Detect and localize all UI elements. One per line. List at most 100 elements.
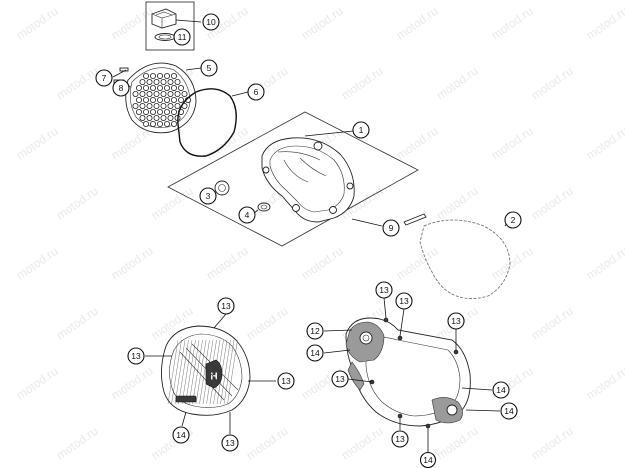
texture-line (167, 339, 179, 405)
vent-hole (139, 103, 146, 110)
texture-line (220, 339, 231, 405)
callout-label: 6 (254, 87, 259, 97)
vent-hole (167, 103, 174, 110)
watermark-text: motod.ru (584, 364, 625, 403)
callout-13: 13 (277, 372, 295, 390)
watermark-text: motod.ru (529, 184, 576, 223)
callout-label: 8 (119, 83, 124, 93)
watermark-text: motod.ru (54, 64, 101, 103)
watermark-text: motod.ru (149, 424, 196, 463)
watermark-text: motod.ru (434, 184, 481, 223)
callout-13: 13 (375, 281, 393, 299)
part-cover-gasket (177, 88, 249, 157)
part-bearing-and-seal (209, 180, 271, 214)
vent-hole (142, 85, 149, 92)
vent-hole (163, 121, 170, 128)
callout-label: 14 (176, 430, 186, 440)
part-clutch-cover-assembly (167, 111, 419, 247)
vent-hole (160, 115, 167, 122)
vent-hole (156, 73, 163, 80)
callout-7: 7 (95, 69, 113, 87)
texture-line (178, 339, 189, 405)
watermark-text: motod.ru (584, 244, 625, 283)
texture-line (181, 339, 193, 405)
watermark-text: motod.ru (109, 364, 156, 403)
vent-hole (156, 97, 163, 104)
callout-label: 14 (504, 406, 514, 416)
vent-hole (170, 121, 177, 128)
vent-hole (160, 79, 167, 86)
callout-2: 2 (504, 211, 522, 229)
watermark-text: motod.ru (339, 64, 386, 103)
watermark-text: motod.ru (529, 64, 576, 103)
vent-hole (156, 121, 163, 128)
callout-13: 13 (331, 370, 349, 388)
callout-label: 13 (131, 351, 141, 361)
vent-hole (181, 91, 188, 98)
callout-label: 3 (206, 191, 211, 201)
part-dowel-pin (351, 213, 427, 227)
watermark-text: motod.ru (149, 184, 196, 223)
vent-hole (149, 97, 156, 104)
vent-hole (142, 97, 149, 104)
texture-line (174, 339, 186, 405)
vent-hole (149, 73, 156, 80)
texture-line (188, 339, 200, 405)
vent-hole (170, 85, 177, 92)
callout-label: 9 (389, 223, 394, 233)
vent-hole (170, 109, 177, 116)
vent-hole (146, 115, 153, 122)
callout-label: 13 (335, 374, 345, 384)
callout-9: 9 (382, 219, 400, 237)
watermark-text: motod.ru (14, 364, 61, 403)
vent-hole (146, 91, 153, 98)
callout-13: 13 (221, 434, 239, 452)
vent-hole (139, 91, 146, 98)
watermark-text: motod.ru (394, 244, 441, 283)
part-inner-clutch-cover (323, 297, 501, 453)
callout-label: 13 (395, 434, 405, 444)
texture-line (195, 339, 207, 405)
vent-hole (153, 115, 160, 122)
vent-hole (135, 85, 142, 92)
callout-label: 14 (310, 348, 320, 358)
vent-hole (160, 103, 167, 110)
vent-hole (156, 109, 163, 116)
callout-14: 14 (306, 344, 324, 362)
watermark-text: motod.ru (584, 124, 625, 163)
vent-hole (177, 97, 184, 104)
callout-13: 13 (127, 347, 145, 365)
watermark-text: motod.ru (54, 184, 101, 223)
vent-hole (174, 91, 181, 98)
watermark-text: motod.ru (394, 124, 441, 163)
vent-hole (142, 73, 149, 80)
vent-hole (135, 97, 142, 104)
vent-hole (132, 91, 139, 98)
callout-label: 14 (496, 385, 506, 395)
vent-hole (149, 109, 156, 116)
watermark-text: motod.ru (299, 244, 346, 283)
part-ignition-cover: H (145, 313, 276, 434)
watermark-text: motod.ru (394, 4, 441, 43)
watermark-text: motod.ru (299, 4, 346, 43)
watermark-text: motod.ru (54, 304, 101, 343)
vent-hole (153, 79, 160, 86)
vent-hole (146, 103, 153, 110)
callout-label: 13 (221, 301, 231, 311)
watermark-text: motod.ru (584, 4, 625, 43)
texture-line (223, 339, 235, 405)
watermark-text: motod.ru (339, 424, 386, 463)
vent-hole (167, 79, 174, 86)
watermark-text: motod.ru (244, 424, 291, 463)
watermark-text: motod.ru (529, 304, 576, 343)
watermark-text: motod.ru (109, 244, 156, 283)
watermark-text: motod.ru (244, 304, 291, 343)
callout-label: 13 (225, 438, 235, 448)
callout-label: 14 (423, 455, 433, 465)
callout-label: 12 (310, 326, 320, 336)
callout-12: 12 (306, 322, 324, 340)
callout-label: 13 (399, 296, 409, 306)
vent-hole (146, 79, 153, 86)
vent-hole (170, 73, 177, 80)
